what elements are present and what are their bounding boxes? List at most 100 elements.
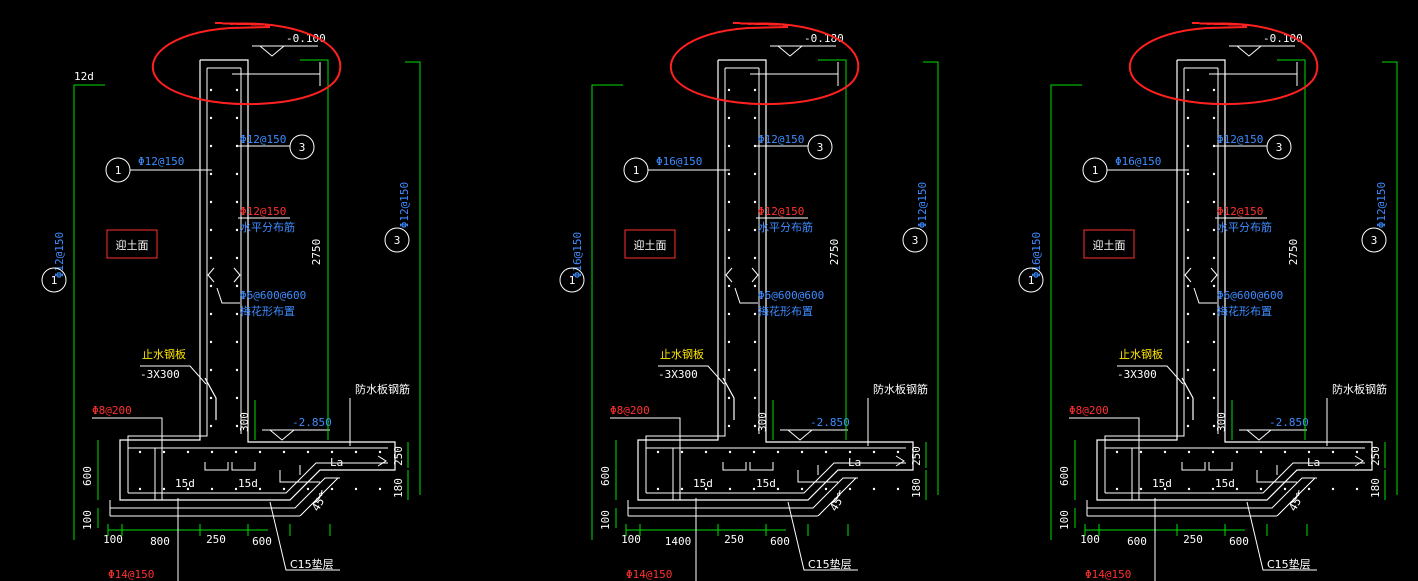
rebar-dot xyxy=(1212,368,1216,372)
rebar-dot xyxy=(728,450,732,454)
cushion-label: C15垫层 xyxy=(808,557,852,571)
rebar-dot xyxy=(1186,312,1190,316)
rebar-dot xyxy=(753,228,757,232)
top-elevation-label: -0.100 xyxy=(1263,32,1303,45)
tag-3-side-label: 3 xyxy=(912,234,919,247)
leader-cushion xyxy=(787,501,858,571)
rebar-dot xyxy=(727,312,731,316)
rebar-bottom xyxy=(128,462,388,494)
waterstop-size: -3X300 xyxy=(140,368,180,381)
rebar-1-label: Φ16@150 xyxy=(656,155,702,168)
rebar-dot xyxy=(1186,284,1190,288)
leader-waterstop xyxy=(140,365,207,385)
height-250-label: 250 xyxy=(392,446,405,466)
rebar-dot xyxy=(306,450,310,454)
rebar-outer xyxy=(645,68,726,493)
tag-3-circle xyxy=(1266,134,1292,160)
anchor-bracket xyxy=(204,462,229,471)
rebar-dot xyxy=(1212,396,1216,400)
waterproof-label: 防水板钢筋 xyxy=(355,382,410,396)
rebar-dot xyxy=(680,450,684,454)
rebar-dot xyxy=(235,88,239,92)
vertical-rebar-3-label: Φ12@150 xyxy=(1375,182,1388,228)
rebar-dot xyxy=(1212,116,1216,120)
wall-height-label: 2750 xyxy=(828,239,841,266)
hook-right-label: 15d xyxy=(1215,477,1235,490)
waterstop-size: -3X300 xyxy=(658,368,698,381)
waterstop-plate xyxy=(204,377,217,420)
dim-a-label: 100 xyxy=(1080,533,1100,546)
height-100-label: 100 xyxy=(81,510,94,530)
dim-left-vertical xyxy=(1050,84,1082,540)
rebar-dot xyxy=(753,116,757,120)
cushion-line xyxy=(628,477,858,509)
angle-label: 45° xyxy=(827,490,848,514)
tie-note: 梅花形布置 xyxy=(240,304,295,318)
rebar-dot xyxy=(210,487,214,491)
rebar-bottom xyxy=(646,462,906,494)
height-300-label: 300 xyxy=(1215,412,1228,432)
height-250-label: 250 xyxy=(1369,446,1382,466)
earth-face-box xyxy=(624,229,676,259)
cushion-slope xyxy=(299,477,339,517)
cushion-label: C15垫层 xyxy=(290,557,334,571)
rebar-dot xyxy=(727,396,731,400)
height-180-label: 180 xyxy=(392,478,405,498)
leader-waterstop xyxy=(658,365,725,385)
hook-right-label: 15d xyxy=(238,477,258,490)
wall-height-label: 2750 xyxy=(1287,239,1300,266)
earth-face-label: 迎土面 xyxy=(634,239,667,252)
dim-d-label: 600 xyxy=(770,535,790,548)
rebar-dot xyxy=(800,450,804,454)
bottom-rebar-label: Φ14@150 xyxy=(108,568,154,581)
detail-section-2: -0.180-2.8501Φ16@1503Φ12@150Φ12@150水平分布筋… xyxy=(559,22,939,581)
waterstop-plate xyxy=(1181,377,1194,420)
bottom-rebar-label: Φ14@150 xyxy=(1085,568,1131,581)
rebar-dot xyxy=(1186,88,1190,92)
rebar-dot xyxy=(727,340,731,344)
rebar-dot xyxy=(209,228,213,232)
tie-hook xyxy=(1184,267,1192,283)
hook-left-label: 15d xyxy=(1152,477,1172,490)
rebar-dot xyxy=(1212,256,1216,260)
tag-3-label: 3 xyxy=(299,141,306,154)
rebar-dot xyxy=(235,424,239,428)
rebar-dot xyxy=(656,450,660,454)
rebar-dot xyxy=(727,200,731,204)
bottom-bar-label: Φ8@200 xyxy=(1069,404,1109,417)
rebar-dot xyxy=(704,487,708,491)
rebar-dot xyxy=(728,487,732,491)
waterproof-label: 防水板钢筋 xyxy=(873,382,928,396)
rebar-dot xyxy=(235,228,239,232)
rebar-dot xyxy=(727,256,731,260)
rebar-dot xyxy=(1331,450,1335,454)
tag-1-label: 1 xyxy=(115,164,122,177)
rebar-dot xyxy=(752,487,756,491)
rebar-dot xyxy=(210,450,214,454)
rebar-dot xyxy=(186,450,190,454)
rebar-dot xyxy=(1186,116,1190,120)
rebar-dot xyxy=(753,144,757,148)
rebar-dot xyxy=(704,450,708,454)
rebar-dot xyxy=(1283,487,1287,491)
tie-note: 梅花形布置 xyxy=(758,304,813,318)
tie-hook xyxy=(207,267,215,283)
break-mark xyxy=(377,455,387,467)
elev-triangle-top xyxy=(1236,45,1263,57)
earth-face-label: 迎土面 xyxy=(116,239,149,252)
cushion-slope xyxy=(817,477,857,517)
rebar-dot xyxy=(235,116,239,120)
tag-1-side-label: 1 xyxy=(569,274,576,287)
dim-left-vertical xyxy=(591,84,623,540)
rebar-dot xyxy=(824,450,828,454)
rebar-dot xyxy=(1212,144,1216,148)
rebar-3-label: Φ12@150 xyxy=(1217,133,1263,146)
rebar-dot xyxy=(848,487,852,491)
rebar-dot xyxy=(753,200,757,204)
rebar-dot xyxy=(235,340,239,344)
wall-outline xyxy=(1096,59,1373,501)
dim-left-vertical xyxy=(73,84,105,540)
anchor-label: La xyxy=(1307,456,1320,469)
height-300-label: 300 xyxy=(756,412,769,432)
